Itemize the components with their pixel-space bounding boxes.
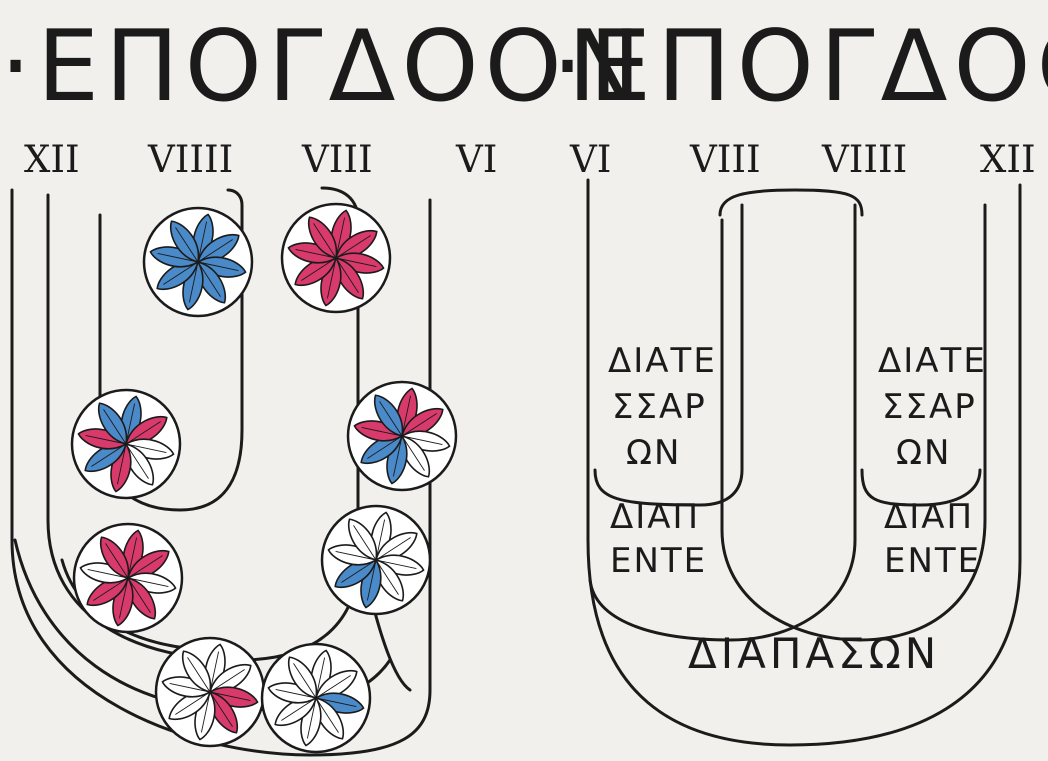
right-label-9: VIIII xyxy=(821,138,907,181)
rosette-group xyxy=(72,204,456,752)
left-label-12: XII xyxy=(24,138,80,181)
diatessaron-left-line1: ΔΙΑΤΕ xyxy=(608,341,717,381)
rosette-4 xyxy=(348,382,456,490)
rosette-1 xyxy=(144,208,252,316)
title-right: ·ΕΠΟΓΔΟΟΝ xyxy=(552,10,1048,124)
left-label-6: VI xyxy=(455,138,497,181)
diapason-label: ΔΙΑΠΑΣΩΝ xyxy=(688,629,940,678)
diapente-right-line2: ΕΝΤΕ xyxy=(884,541,981,581)
diatessaron-right-line3: ΩΝ xyxy=(896,433,951,473)
rosette-7 xyxy=(156,638,264,746)
rosette-2 xyxy=(282,204,390,312)
diatessaron-left: ΔΙΑΤΕ ΣΣΑΡ ΩΝ xyxy=(608,341,717,473)
left-label-9: VIIII xyxy=(147,138,233,181)
diapente-left-line1: ΔΙΑΠ xyxy=(610,497,700,537)
diapente-left-line2: ΕΝΤΕ xyxy=(610,541,707,581)
diapente-right-line1: ΔΙΑΠ xyxy=(884,497,974,537)
rosette-3 xyxy=(72,390,180,498)
rosette-5 xyxy=(74,524,182,632)
left-label-8: VIII xyxy=(301,138,373,181)
diatessaron-right-line1: ΔΙΑΤΕ xyxy=(878,341,987,381)
diapente-left: ΔΙΑΠ ΕΝΤΕ xyxy=(610,497,707,581)
diatessaron-left-line3: ΩΝ xyxy=(626,433,681,473)
diatessaron-right: ΔΙΑΤΕ ΣΣΑΡ ΩΝ xyxy=(878,341,987,473)
diatessaron-right-line2: ΣΣΑΡ xyxy=(882,387,977,427)
rosette-8 xyxy=(262,644,370,752)
right-label-8: VIII xyxy=(689,138,761,181)
diapente-right: ΔΙΑΠ ΕΝΤΕ xyxy=(884,497,981,581)
title-left: ·ΕΠΟΓΔΟΟΝ xyxy=(0,10,647,124)
rosette-6 xyxy=(322,506,430,614)
diatessaron-left-line2: ΣΣΑΡ xyxy=(612,387,707,427)
right-label-12: XII xyxy=(980,138,1036,181)
right-label-6: VI xyxy=(569,138,611,181)
